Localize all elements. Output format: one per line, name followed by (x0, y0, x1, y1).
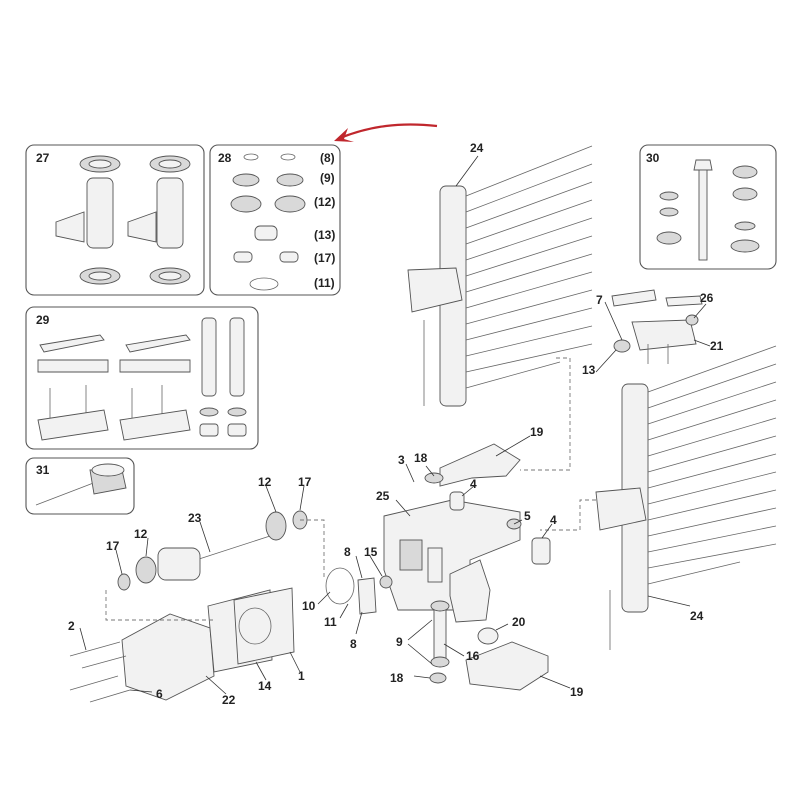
kit-label-30: 30 (646, 151, 660, 165)
callout-21: 21 (710, 339, 724, 353)
callout-24-lower: 24 (690, 609, 704, 623)
kit-label-28: 28 (218, 151, 232, 165)
callouts: 24 24 7 26 21 13 19 19 3 18 18 4 4 25 5 … (68, 141, 724, 707)
callout-8-upper: 8 (344, 545, 351, 559)
kit-box-29[interactable]: 29 (25, 306, 259, 450)
highlight-arrowhead-icon (334, 128, 354, 142)
callout-3: 3 (398, 453, 405, 467)
kit-box-30[interactable]: 30 (639, 144, 777, 270)
callout-22: 22 (222, 693, 236, 707)
kit28-item-8: (8) (320, 151, 335, 165)
kit28-item-11: (11) (314, 276, 335, 290)
callout-17-left: 17 (106, 539, 120, 553)
shaft-23 (117, 510, 308, 591)
kit28-item-9: (9) (320, 171, 335, 185)
kit28-item-17: (17) (314, 251, 335, 265)
gearbox-housing (383, 443, 551, 691)
callout-7: 7 (596, 293, 603, 307)
dashed-guides (105, 357, 596, 621)
callout-15: 15 (364, 545, 378, 559)
kit28-item-12: (12) (314, 195, 335, 209)
kit-label-27: 27 (36, 151, 50, 165)
callout-18-lower: 18 (390, 671, 404, 685)
callout-25: 25 (376, 489, 390, 503)
callout-11: 11 (324, 615, 337, 629)
callout-16: 16 (466, 649, 480, 663)
callout-12-left: 12 (134, 527, 148, 541)
callout-4-right: 4 (550, 513, 557, 527)
bracket-21 (611, 289, 703, 364)
callout-20: 20 (512, 615, 526, 629)
callout-12-right: 12 (258, 475, 272, 489)
callout-5: 5 (524, 509, 531, 523)
callout-1: 1 (298, 669, 305, 683)
leader-lines (79, 155, 711, 695)
kit-box-28[interactable]: 28 (8) (9) (12) (13) (17) (11) (209, 144, 341, 296)
callout-18-upper: 18 (414, 451, 428, 465)
kit-box-27[interactable]: 27 (25, 144, 205, 296)
highlight-arrow-icon (339, 123, 438, 140)
gasket-group (325, 567, 393, 615)
comb-assembly-lower (595, 345, 777, 650)
callout-26: 26 (700, 291, 714, 305)
callout-10: 10 (302, 599, 316, 613)
kit-box-31[interactable]: 31 (25, 457, 135, 515)
kit-label-29: 29 (36, 313, 50, 327)
callout-8-lower: 8 (350, 637, 357, 651)
callout-23: 23 (188, 511, 202, 525)
callout-14: 14 (258, 679, 272, 693)
callout-2: 2 (68, 619, 75, 633)
callout-17-right: 17 (298, 475, 312, 489)
comb-assembly-upper (407, 145, 593, 407)
kit-label-31: 31 (36, 463, 50, 477)
callout-24-upper: 24 (470, 141, 484, 155)
kit28-item-13: (13) (314, 228, 335, 242)
callout-13: 13 (582, 363, 596, 377)
callout-4-upper: 4 (470, 477, 477, 491)
callout-19-upper: 19 (530, 425, 544, 439)
callout-19-lower: 19 (570, 685, 584, 699)
callout-9: 9 (396, 635, 403, 649)
cover-plates (69, 587, 295, 703)
callout-6: 6 (156, 687, 163, 701)
